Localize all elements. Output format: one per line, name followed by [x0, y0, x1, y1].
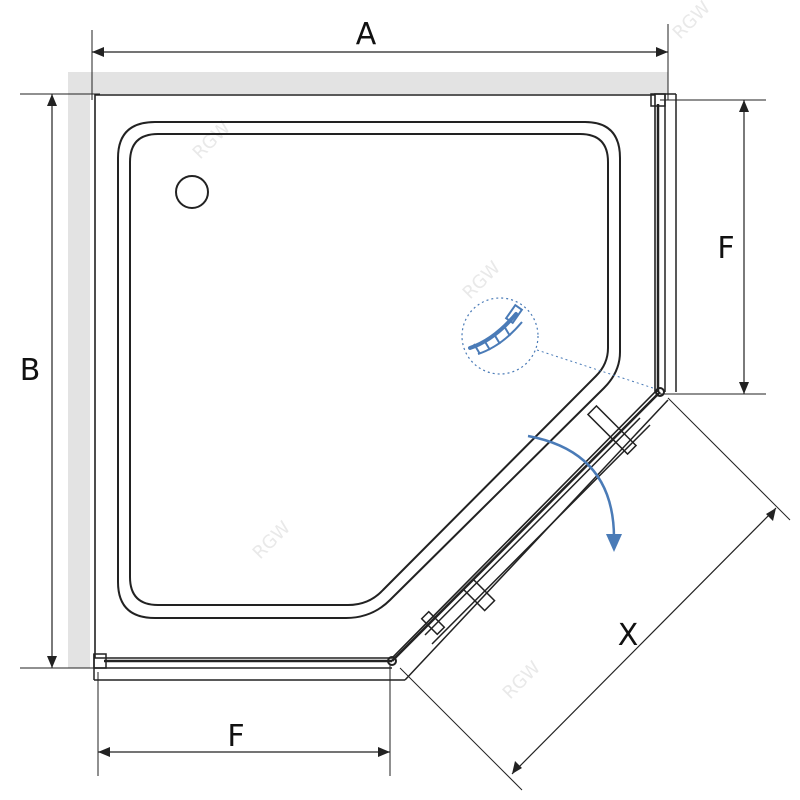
diagonal-door: [391, 391, 669, 681]
door-glass-line: [424, 417, 641, 636]
door-glass-line-2: [431, 424, 651, 645]
watermark-text: RGW: [189, 117, 235, 163]
detail-leader-line: [536, 349, 657, 390]
dimension-label-x: X: [618, 618, 639, 653]
door-swing-arrow-icon: [527, 434, 622, 552]
shower-tray: [94, 94, 656, 659]
dimension-label-b: B: [20, 353, 41, 388]
watermark-text: RGW: [669, 0, 715, 44]
wall-group: [68, 72, 668, 668]
dimension-a: A: [91, 17, 669, 100]
left-wall: [68, 72, 90, 668]
hinge-joint-bottom: [387, 656, 397, 666]
profile-detail-callout: [461, 297, 657, 390]
dimension-label-a: A: [356, 17, 377, 52]
dimension-label-f-bottom: F: [227, 719, 244, 754]
dim-x-line: [511, 507, 777, 775]
tray-outline: [94, 94, 656, 659]
drain-icon: [175, 175, 209, 209]
tray-rim-inner: [129, 133, 609, 606]
dimension-label-f-right: F: [717, 231, 734, 266]
watermark-text: RGW: [499, 657, 545, 703]
dimension-b: B: [20, 93, 100, 669]
swing-arc: [527, 434, 616, 539]
back-wall: [68, 72, 668, 94]
door-handle-top: [586, 404, 638, 456]
dim-x-ext-bottom: [399, 667, 523, 791]
door-handle-bottom: [462, 578, 496, 612]
dim-x-ext-top: [667, 397, 791, 521]
wall-profile-detail-icon: [468, 303, 524, 355]
dimension-f-right: F: [660, 99, 766, 395]
door-glass-inner: [391, 391, 661, 662]
hinge-joint-top: [655, 387, 665, 397]
tray-rim-outer: [117, 121, 621, 619]
door-hinge-block: [420, 610, 446, 636]
dimension-f-bottom: F: [97, 664, 391, 776]
watermark-text: RGW: [459, 257, 505, 303]
dimension-x: X: [399, 397, 791, 791]
detail-circle: [461, 297, 539, 375]
watermark-text: RGW: [249, 517, 295, 563]
bottom-side-panel: [93, 653, 405, 681]
swing-arrowhead: [606, 534, 622, 552]
